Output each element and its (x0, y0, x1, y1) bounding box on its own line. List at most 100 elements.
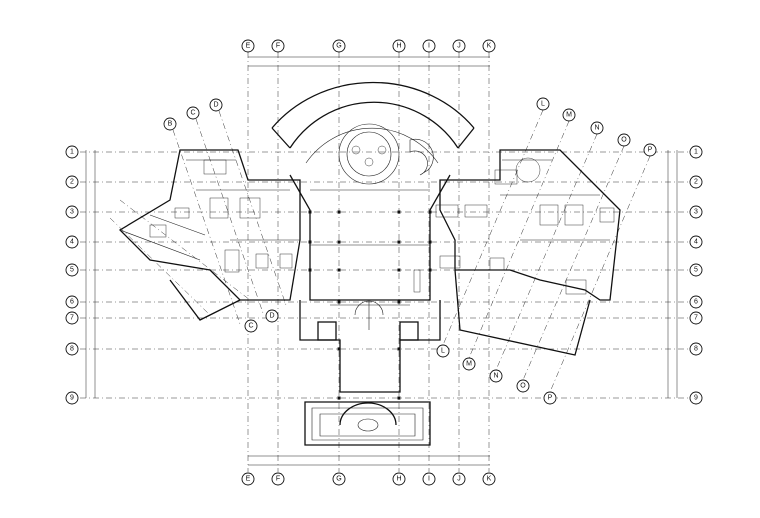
right-axis-bubble-9: 9 (689, 391, 703, 405)
right-wing-axis-line (495, 133, 598, 371)
axis-label: L (541, 101, 545, 108)
axis-label: G (336, 43, 341, 50)
axis-label: K (487, 476, 492, 483)
axis-label: 2 (70, 179, 74, 186)
left-wing-axis-bubble-C: C (186, 106, 200, 120)
axis-label: N (493, 373, 498, 380)
left-axis-bubble-5: 5 (65, 263, 79, 277)
axis-label: O (520, 383, 526, 390)
column (397, 240, 401, 244)
axis-label: M (566, 112, 572, 119)
column (337, 300, 341, 304)
axis-label: C (190, 110, 195, 117)
bottom-axis-bubble-K: K (482, 472, 496, 486)
column (308, 268, 312, 272)
axis-label: J (457, 43, 461, 50)
bottom-axis-bubble-F: F (271, 472, 285, 486)
right-axis-bubble-2: 2 (689, 175, 703, 189)
right-wing-bottom-axis-bubble-L: L (436, 344, 450, 358)
axis-label: 1 (694, 149, 698, 156)
axis-label: G (336, 476, 341, 483)
axis-label: I (428, 476, 430, 483)
column (397, 347, 401, 351)
axis-label: H (396, 476, 401, 483)
left-axis-bubble-8: 8 (65, 342, 79, 356)
column (337, 240, 341, 244)
right-wing-top-axis-bubble-L: L (536, 97, 550, 111)
dimension-lines (85, 56, 678, 466)
axis-label: 3 (70, 209, 74, 216)
right-axis-bubble-4: 4 (689, 235, 703, 249)
axis-label: 6 (694, 299, 698, 306)
axis-label: 8 (694, 346, 698, 353)
top-axis-bubble-K: K (482, 39, 496, 53)
bottom-axis-bubble-J: J (452, 472, 466, 486)
right-wing-bottom-axis-bubble-M: M (462, 357, 476, 371)
axis-label: 7 (694, 315, 698, 322)
left-axis-bubble-1: 1 (65, 145, 79, 159)
right-wing-top-axis-bubble-N: N (590, 121, 604, 135)
axis-label: P (548, 395, 553, 402)
axis-label: 9 (70, 395, 74, 402)
axis-label: E (246, 43, 251, 50)
right-wing-top-axis-bubble-O: O (617, 133, 631, 147)
bottom-axis-bubble-H: H (392, 472, 406, 486)
left-wing-axis-line (218, 110, 287, 306)
furniture (149, 145, 615, 295)
column (397, 210, 401, 214)
axis-label: 6 (70, 299, 74, 306)
right-wing-top-axis-bubble-M: M (562, 108, 576, 122)
axis-label: M (466, 361, 472, 368)
axis-label: B (168, 121, 173, 128)
left-axis-bubble-6: 6 (65, 295, 79, 309)
right-axis-bubble-8: 8 (689, 342, 703, 356)
axis-label: D (213, 102, 218, 109)
right-wing-bottom-axis-bubble-N: N (489, 369, 503, 383)
axis-label: 3 (694, 209, 698, 216)
axis-label: 5 (70, 267, 74, 274)
axis-label: 7 (70, 315, 74, 322)
axis-label: 5 (694, 267, 698, 274)
left-axis-bubble-3: 3 (65, 205, 79, 219)
bottom-axis-bubble-G: G (332, 472, 346, 486)
column (308, 210, 312, 214)
column (337, 210, 341, 214)
right-axis-bubble-5: 5 (689, 263, 703, 277)
top-axis-bubble-E: E (241, 39, 255, 53)
left-wing-axis-bubble-B: B (163, 117, 177, 131)
column (428, 240, 432, 244)
building-walls (118, 81, 621, 446)
column (428, 268, 432, 272)
left-axis-bubble-2: 2 (65, 175, 79, 189)
axis-label: 8 (70, 346, 74, 353)
axis-label: E (246, 476, 251, 483)
axis-label: 1 (70, 149, 74, 156)
axis-label: 9 (694, 395, 698, 402)
top-axis-bubble-G: G (332, 39, 346, 53)
left-axis-bubble-9: 9 (65, 391, 79, 405)
axis-label: F (276, 476, 280, 483)
axis-label: 2 (694, 179, 698, 186)
right-wing-axis-line (549, 155, 651, 393)
right-axis-bubble-3: 3 (689, 205, 703, 219)
axis-label: F (276, 43, 280, 50)
column (308, 240, 312, 244)
left-axis-bubble-4: 4 (65, 235, 79, 249)
axis-grid-lines (80, 52, 690, 472)
axis-label: L (441, 348, 445, 355)
right-axis-bubble-6: 6 (689, 295, 703, 309)
axis-label: I (428, 43, 430, 50)
top-axis-bubble-J: J (452, 39, 466, 53)
right-wing-bottom-axis-bubble-P: P (543, 391, 557, 405)
column (337, 347, 341, 351)
left-axis-bubble-7: 7 (65, 311, 79, 325)
right-wing-top-axis-bubble-P: P (643, 143, 657, 157)
structural-columns (308, 210, 432, 400)
column (397, 300, 401, 304)
column (337, 396, 341, 400)
left-wing-axis-bubble-D: D (209, 98, 223, 112)
left-wing-axis-line (172, 129, 241, 325)
axis-label: J (457, 476, 461, 483)
